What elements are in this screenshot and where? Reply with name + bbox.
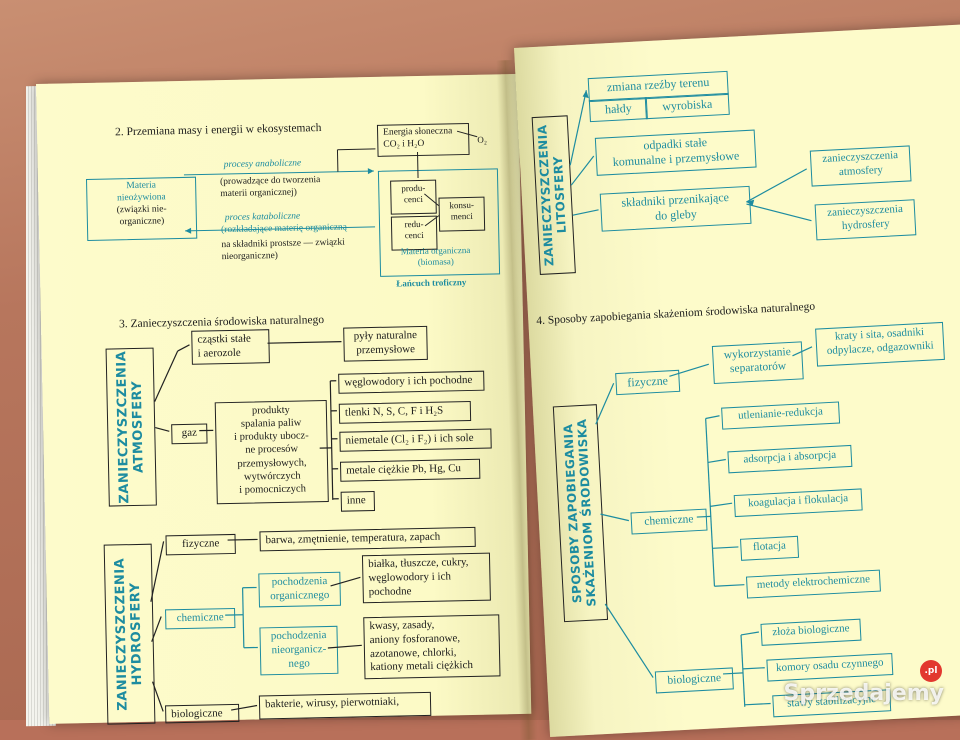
right-page: ZANIECZYSZCZENIA LITOSFERY zmiana rzeźby… [514, 24, 960, 737]
watermark-logo: Sprzedajemy [784, 681, 945, 706]
left-page: 2. Przemiana masy i energii w ekosystema… [36, 74, 531, 724]
section-3-connectors [36, 74, 531, 724]
watermark-badge: .pl [920, 660, 942, 682]
right-page-connectors [514, 24, 960, 737]
